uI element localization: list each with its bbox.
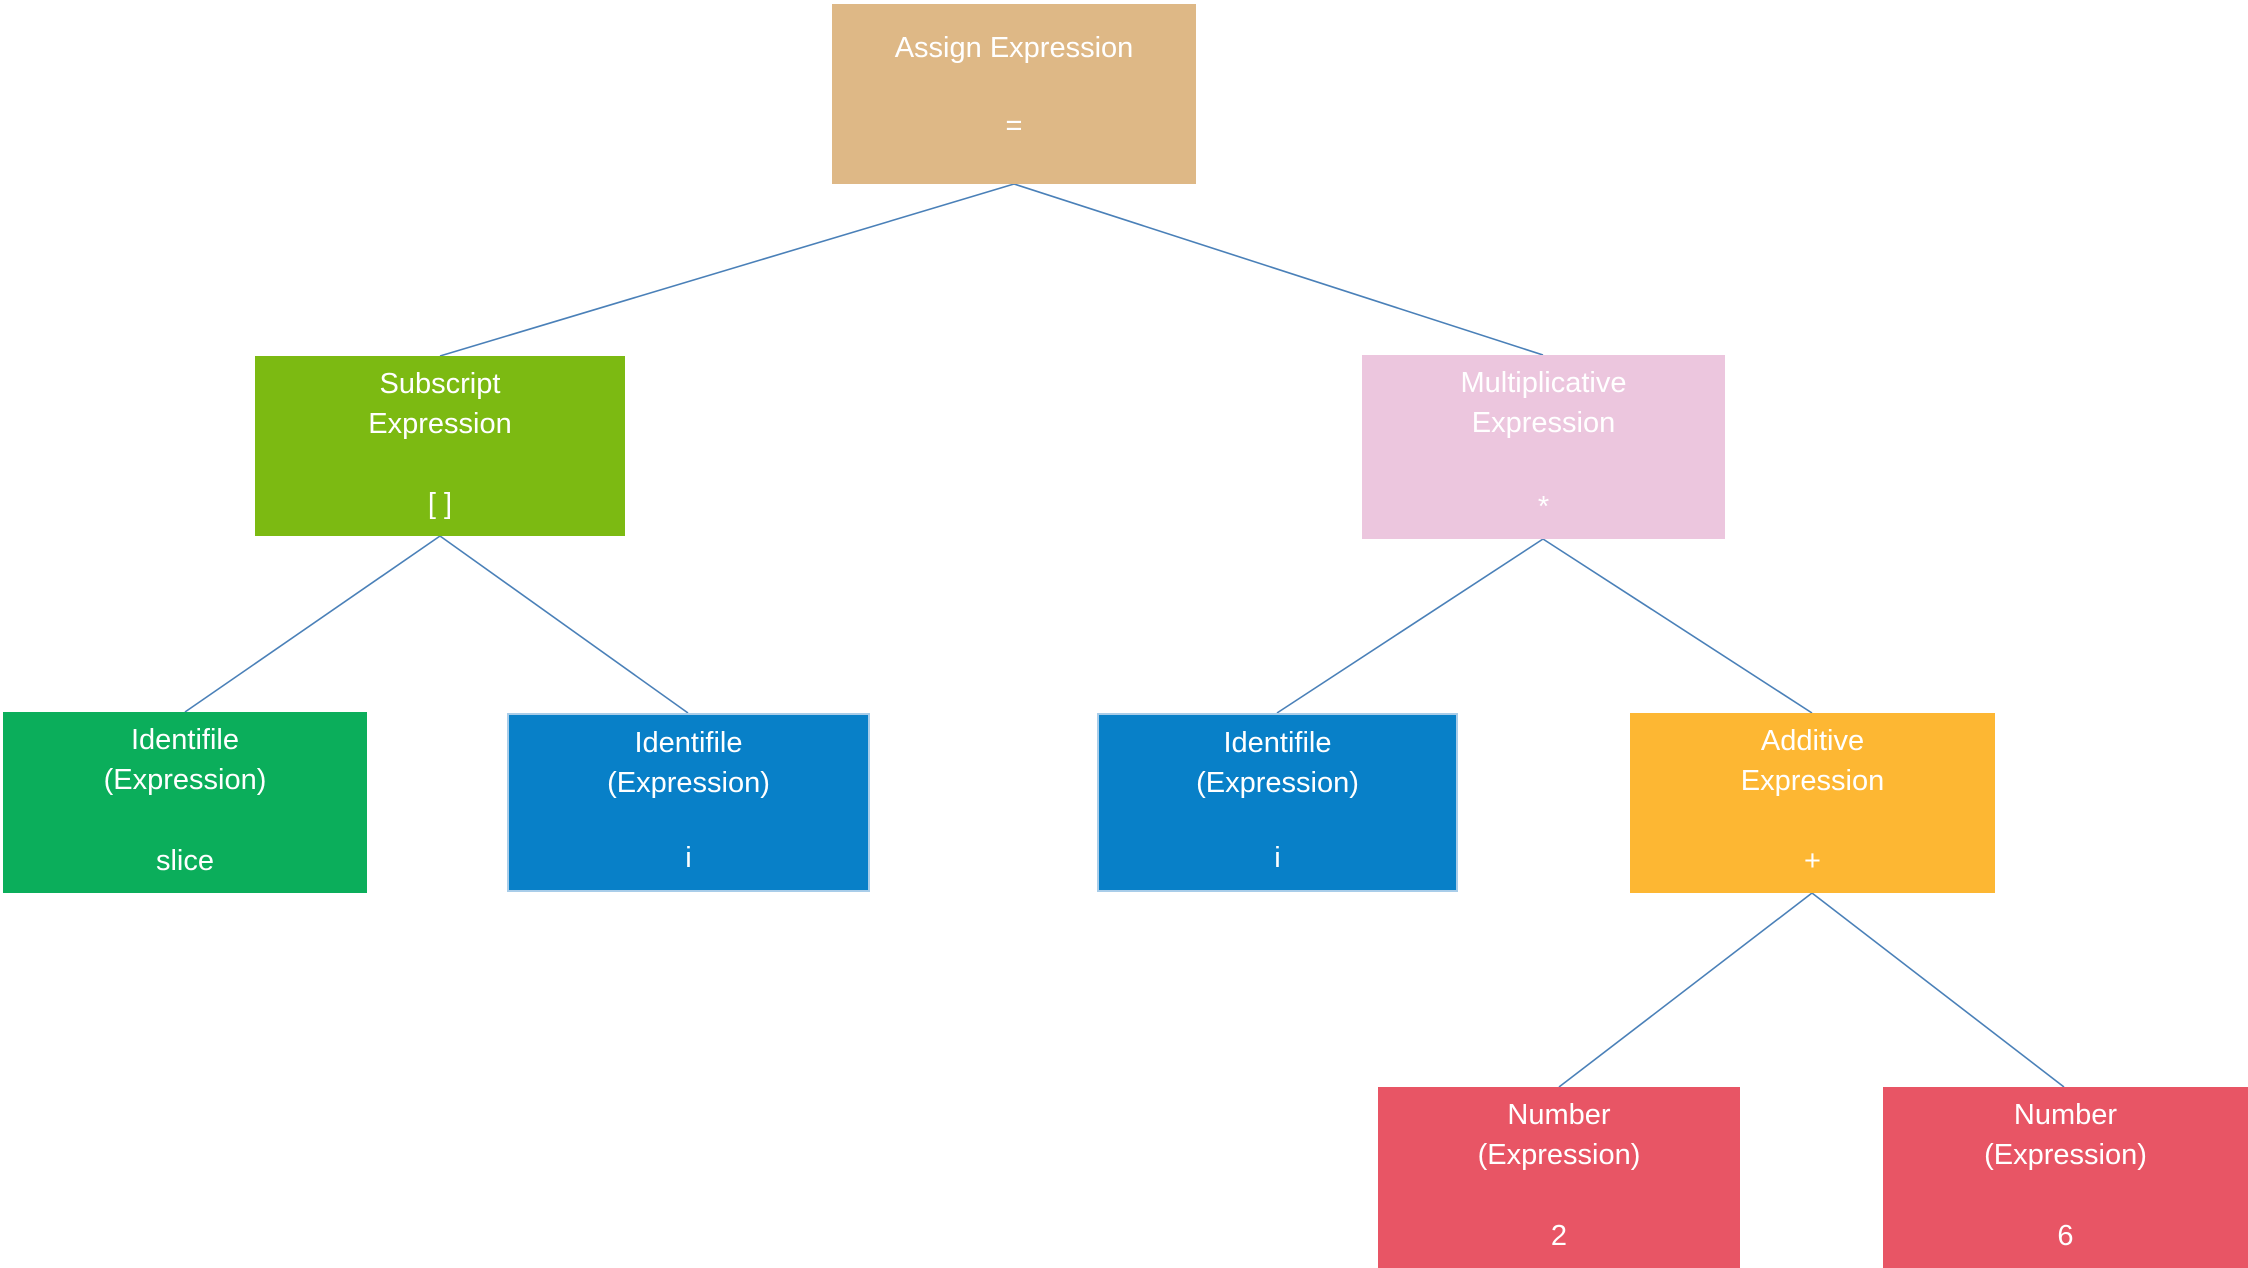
node-title-line: Identifile	[130, 724, 239, 756]
node-title-line: Multiplicative	[1460, 367, 1627, 399]
node-title: Assign Expression	[895, 28, 1134, 68]
node-operator: =	[1005, 110, 1023, 142]
node-title: Identifile (Expression)	[1196, 723, 1359, 803]
node-title-line: Expression	[368, 408, 512, 440]
node-title: Identifile (Expression)	[104, 720, 267, 800]
node-assign-expression: Assign Expression =	[832, 4, 1196, 184]
node-title: Additive Expression	[1741, 721, 1884, 801]
node-title: Multiplicative Expression	[1461, 363, 1627, 443]
edge-assign-to-multiplicative	[1013, 183, 1544, 356]
node-title-line: (Expression)	[103, 764, 267, 796]
node-subscript-expression: Subscript Expression [ ]	[255, 356, 625, 536]
node-operator: +	[1804, 845, 1821, 877]
edge-multiplicative-to-i-right	[1276, 538, 1544, 714]
node-title-line: (Expression)	[1477, 1139, 1641, 1171]
node-value: i	[1274, 842, 1281, 874]
node-identifile-i-right: Identifile (Expression) i	[1097, 713, 1458, 892]
node-title: Number (Expression)	[1984, 1095, 2147, 1175]
node-title-line: Identifile	[1223, 727, 1332, 759]
node-title-line: Subscript	[379, 368, 501, 400]
node-title-line: Number	[1507, 1099, 1611, 1131]
node-title-line: Expression	[1471, 407, 1616, 439]
node-title-line: Additive	[1760, 725, 1865, 757]
node-title: Number (Expression)	[1478, 1095, 1641, 1175]
node-identifile-i-left: Identifile (Expression) i	[507, 713, 870, 892]
node-title-line: (Expression)	[607, 767, 770, 799]
node-multiplicative-expression: Multiplicative Expression *	[1362, 355, 1725, 539]
node-value: slice	[155, 845, 214, 877]
node-title-line: (Expression)	[1984, 1139, 2147, 1171]
node-number-2: Number (Expression) 2	[1378, 1087, 1740, 1268]
node-operator: [ ]	[427, 488, 453, 520]
node-value: i	[685, 842, 692, 874]
node-operator: *	[1537, 491, 1550, 523]
edge-subscript-to-i-left	[439, 535, 689, 714]
node-value: 6	[2057, 1220, 2074, 1252]
node-title: Subscript Expression	[368, 364, 511, 444]
node-identifile-slice: Identifile (Expression) slice	[3, 712, 367, 893]
edge-additive-to-number-6	[1811, 892, 2065, 1088]
node-value: 2	[1550, 1220, 1568, 1252]
edge-multiplicative-to-additive	[1542, 538, 1813, 714]
edge-assign-to-subscript	[439, 183, 1015, 357]
edge-additive-to-number-2	[1558, 892, 1813, 1088]
edge-subscript-to-slice	[184, 535, 441, 713]
node-additive-expression: Additive Expression +	[1630, 713, 1995, 893]
node-title-line: Assign Expression	[894, 32, 1134, 64]
node-title-line: (Expression)	[1196, 767, 1359, 799]
node-title: Identifile (Expression)	[607, 723, 770, 803]
node-title-line: Number	[2013, 1099, 2118, 1131]
node-title-line: Identifile	[634, 727, 743, 759]
node-title-line: Expression	[1740, 765, 1885, 797]
node-number-6: Number (Expression) 6	[1883, 1087, 2248, 1268]
